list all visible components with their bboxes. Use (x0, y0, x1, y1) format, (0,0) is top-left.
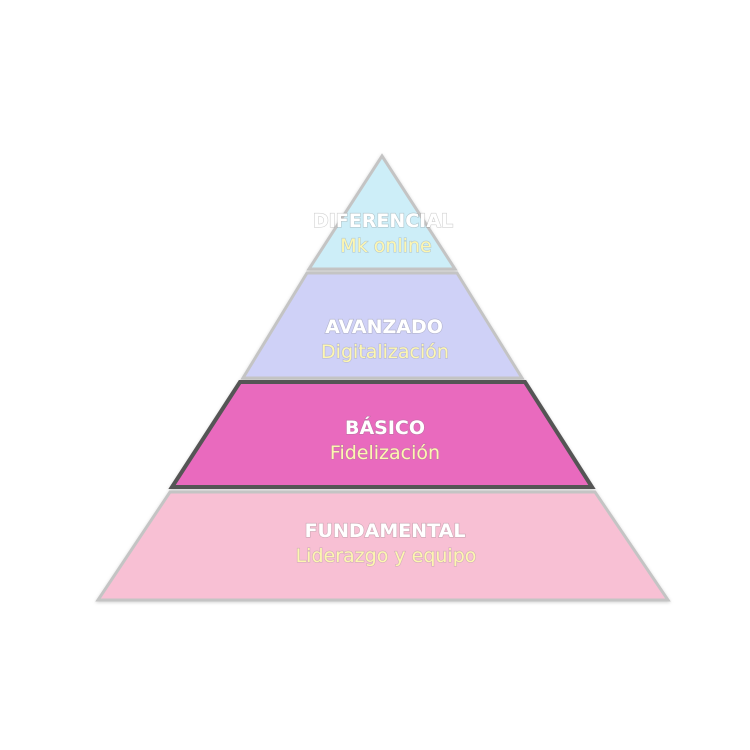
level-fundamental-title: FUNDAMENTAL (305, 520, 466, 542)
level-avanzado-title: AVANZADO (325, 316, 443, 338)
level-fundamental-subtitle: Liderazgo y equipo (296, 545, 477, 567)
level-diferencial-title: DIFERENCIAL (313, 210, 453, 232)
level-basico-subtitle: Fidelización (330, 442, 440, 464)
level-avanzado: AVANZADO Digitalización (240, 271, 525, 380)
level-avanzado-band (240, 271, 525, 380)
level-basico-title: BÁSICO (345, 416, 425, 439)
level-avanzado-subtitle: Digitalización (321, 341, 449, 363)
level-basico: BÁSICO Fidelización (168, 380, 596, 489)
level-fundamental-band (95, 490, 671, 602)
level-diferencial: DIFERENCIAL Mk online (306, 153, 458, 271)
level-fundamental: FUNDAMENTAL Liderazgo y equipo (95, 490, 671, 602)
level-diferencial-subtitle: Mk online (340, 235, 431, 257)
level-basico-band (168, 380, 596, 489)
level-diferencial-band (306, 153, 458, 271)
